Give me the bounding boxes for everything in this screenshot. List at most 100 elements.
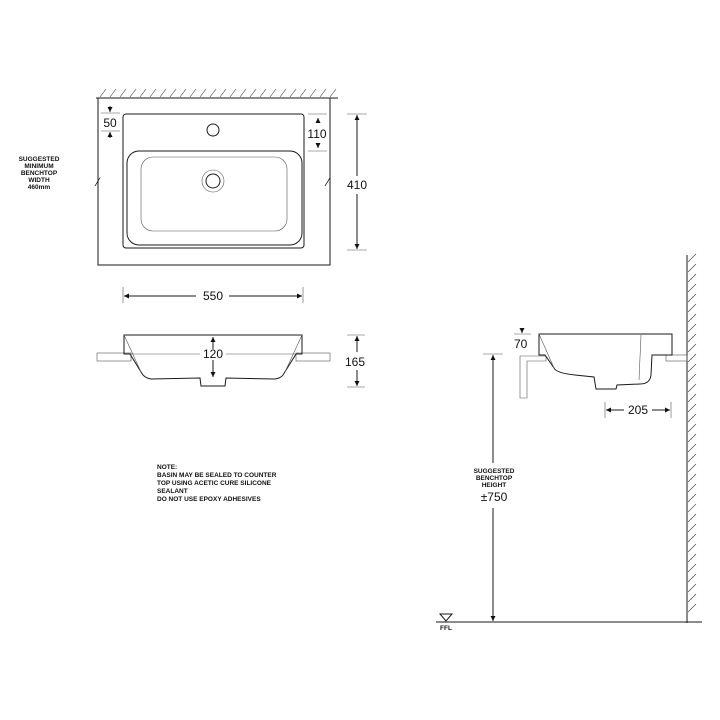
height-label-line: SUGGESTED xyxy=(474,468,515,475)
dim-bench-height-750: ±750 xyxy=(481,490,508,504)
hatch-mark xyxy=(687,493,697,503)
hatch-mark xyxy=(687,333,697,343)
hatch-mark xyxy=(159,88,167,98)
basin-side-profile xyxy=(538,333,673,390)
hatch-mark xyxy=(259,88,267,98)
benchtop-left xyxy=(96,352,132,362)
hatch-mark xyxy=(279,88,287,98)
basin-bowl-inner xyxy=(140,156,288,232)
hatch-mark xyxy=(687,343,697,353)
hatch-mark xyxy=(687,403,697,413)
hatch-mark xyxy=(169,88,177,98)
hatch-mark xyxy=(687,513,697,523)
basin-outer-rim xyxy=(122,113,305,249)
hatch-mark xyxy=(687,503,697,513)
side-wall-hatching xyxy=(687,253,697,613)
benchtop-front-edge xyxy=(519,355,547,399)
hatch-mark xyxy=(199,88,207,98)
hatch-mark xyxy=(687,453,697,463)
hatch-mark xyxy=(269,88,277,98)
hatch-mark xyxy=(687,573,697,583)
dim-bowl-depth-120: 120 xyxy=(203,347,223,361)
hatch-mark xyxy=(687,593,697,603)
hatch-mark xyxy=(209,88,217,98)
hatch-mark xyxy=(687,583,697,593)
hatch-mark xyxy=(229,88,237,98)
plan-view: ⁄ ⁄ SUGGESTED MINIMUM BENCHTOP WIDTH 460… xyxy=(19,88,367,303)
side-note-line: WIDTH xyxy=(28,177,50,184)
dim-above-bench-70: 70 xyxy=(514,337,528,351)
hatch-mark xyxy=(179,88,187,98)
drain-outer xyxy=(201,169,225,193)
basin-front-profile xyxy=(123,334,303,387)
dim-rim-50: 50 xyxy=(103,116,117,130)
hatch-mark xyxy=(687,603,697,613)
hatch-mark xyxy=(687,313,697,323)
hatch-mark xyxy=(687,393,697,403)
note-line: BASIN MAY BE SEALED TO COUNTER xyxy=(157,472,277,479)
hatch-mark xyxy=(109,88,117,98)
hatch-mark xyxy=(329,88,337,98)
hatch-mark xyxy=(309,88,317,98)
hatch-mark xyxy=(119,88,127,98)
hatch-mark xyxy=(99,88,107,98)
dim-width-550: 550 xyxy=(203,289,223,303)
hatch-mark xyxy=(687,373,697,383)
hatch-mark xyxy=(299,88,307,98)
hatch-mark xyxy=(687,263,697,273)
side-view: 70 205 SUGGESTED BENCHTOP HEIGHT ±750 FF… xyxy=(436,253,702,632)
benchtop xyxy=(97,97,331,266)
side-note: SUGGESTED MINIMUM BENCHTOP WIDTH 460mm xyxy=(19,156,60,191)
hatch-mark xyxy=(687,273,697,283)
side-note-line: SUGGESTED xyxy=(19,156,60,163)
hatch-mark xyxy=(249,88,257,98)
dim-height-165: 165 xyxy=(345,355,365,369)
benchtop-right xyxy=(295,352,331,362)
benchtop-back xyxy=(665,354,688,362)
hatch-mark xyxy=(687,253,697,263)
installation-note: NOTE: BASIN MAY BE SEALED TO COUNTER TOP… xyxy=(157,464,277,503)
dim-depth-410: 410 xyxy=(347,178,367,192)
hatch-mark xyxy=(687,443,697,453)
hatch-mark xyxy=(129,88,137,98)
hatch-mark xyxy=(687,543,697,553)
hatch-mark xyxy=(189,88,197,98)
dim-waste-offset-205: 205 xyxy=(628,403,648,417)
note-line: DO NOT USE EPOXY ADHESIVES xyxy=(157,496,261,503)
tap-hole xyxy=(206,123,220,137)
height-label-line: HEIGHT xyxy=(482,482,507,489)
hatch-mark xyxy=(687,553,697,563)
svg-text:⁄: ⁄ xyxy=(324,175,331,189)
hatch-mark xyxy=(219,88,227,98)
hatch-mark xyxy=(687,413,697,423)
hatch-mark xyxy=(319,88,327,98)
hatch-mark xyxy=(687,473,697,483)
hatch-mark xyxy=(687,533,697,543)
dim-tap-110: 110 xyxy=(307,127,326,141)
hatch-mark xyxy=(687,363,697,373)
note-line: SEALANT xyxy=(157,488,188,495)
hatch-mark xyxy=(239,88,247,98)
floor-level-label: FFL xyxy=(440,625,452,632)
side-note-line: 460mm xyxy=(28,184,51,191)
side-note-line: BENCHTOP xyxy=(21,170,58,177)
hatch-mark xyxy=(687,383,697,393)
front-view: 120 165 xyxy=(96,334,365,388)
hatch-mark xyxy=(289,88,297,98)
hatch-mark xyxy=(687,523,697,533)
drain-inner xyxy=(205,173,221,189)
hatch-mark xyxy=(687,323,697,333)
basin-bowl xyxy=(126,150,303,246)
note-line: NOTE: xyxy=(157,464,177,471)
hatch-mark xyxy=(687,283,697,293)
hatch-mark xyxy=(687,293,697,303)
hatch-mark xyxy=(687,483,697,493)
svg-text:⁄: ⁄ xyxy=(94,175,101,189)
hatch-mark xyxy=(149,88,157,98)
height-label-line: BENCHTOP xyxy=(476,475,513,482)
hatch-mark xyxy=(687,353,697,363)
hatch-mark xyxy=(687,463,697,473)
hatch-mark xyxy=(687,433,697,443)
wall-hatching xyxy=(99,88,337,98)
